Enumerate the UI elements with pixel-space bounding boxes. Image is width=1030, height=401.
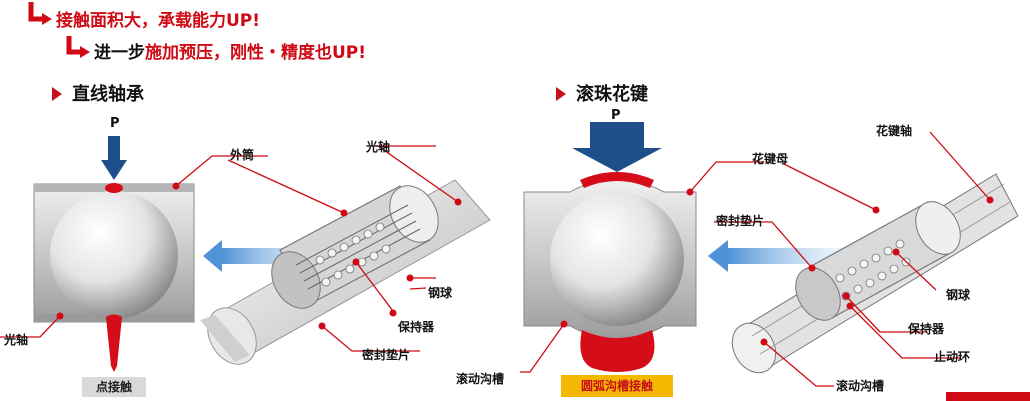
label-outer-cylinder: 外筒 bbox=[230, 148, 255, 162]
label-seal: 密封垫片 bbox=[362, 348, 411, 362]
contact-point-bottom bbox=[106, 314, 122, 372]
label-steel-ball: 钢球 bbox=[428, 286, 453, 300]
label-shaft-top: 光轴 bbox=[366, 140, 391, 154]
contact-point-top bbox=[105, 183, 123, 193]
spline-nut bbox=[795, 201, 961, 321]
elbow-arrow-icon bbox=[66, 36, 90, 58]
linear-bearing-diagram bbox=[0, 136, 491, 372]
label-shaft-left: 光轴 bbox=[4, 333, 29, 347]
triangle-marker-icon bbox=[52, 87, 62, 101]
arc-contact-bottom bbox=[580, 330, 655, 372]
header-line-2-black: 进一步 bbox=[94, 43, 145, 63]
load-label: P bbox=[110, 116, 120, 131]
load-arrow-icon bbox=[101, 136, 127, 180]
arc-groove-contact-tag: 圆弧沟槽接触 bbox=[561, 375, 673, 397]
label-retainer: 保持器 bbox=[398, 320, 435, 334]
steel-ball-icon bbox=[550, 192, 684, 326]
header-line-1: 接触面积大，承载能力UP! bbox=[56, 11, 261, 31]
triangle-marker-icon bbox=[556, 87, 566, 101]
load-arrow-icon bbox=[572, 122, 662, 172]
point-contact-tag: 点接触 bbox=[82, 377, 146, 397]
logo-fragment bbox=[946, 392, 1030, 401]
direction-arrow-icon bbox=[708, 240, 848, 272]
left-section-title: 直线轴承 bbox=[52, 80, 144, 106]
label-retainer-right: 保持器 bbox=[908, 322, 945, 336]
right-section-title: 滚珠花键 bbox=[556, 80, 648, 106]
label-seal-right: 密封垫片 bbox=[716, 214, 765, 228]
label-stop-ring: 止动环 bbox=[934, 350, 971, 364]
header-line-2-red: 施加预压，刚性・精度也UP! bbox=[145, 43, 367, 63]
linear-bearing-body bbox=[271, 185, 439, 309]
arc-contact-top bbox=[580, 172, 654, 188]
ball-spline-diagram bbox=[520, 122, 1019, 387]
label-spline-nut: 花键母 bbox=[752, 152, 789, 166]
load-label-right: P bbox=[611, 108, 621, 123]
label-steel-ball-right: 钢球 bbox=[946, 288, 971, 302]
label-raceway-groove-right: 滚动沟槽 bbox=[836, 379, 885, 393]
label-raceway-groove-left: 滚动沟槽 bbox=[456, 372, 505, 386]
header-line-2: 进一步施加预压，刚性・精度也UP! bbox=[94, 38, 366, 63]
elbow-arrow-icon bbox=[28, 2, 52, 25]
steel-ball-icon bbox=[50, 191, 178, 319]
label-spline-shaft: 花键轴 bbox=[876, 124, 913, 138]
header-elbow-arrows bbox=[28, 2, 90, 58]
